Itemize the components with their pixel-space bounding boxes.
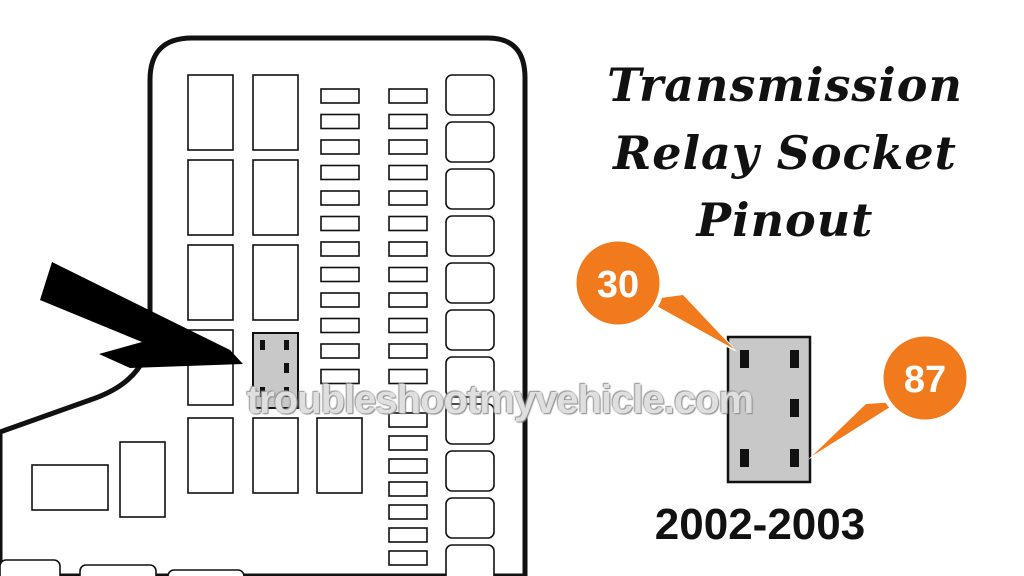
mini-fuse-slot [388, 241, 428, 257]
maxi-fuse-slot [445, 497, 495, 539]
mini-fuse-slot [320, 190, 360, 206]
fuse-column-3 [320, 88, 360, 385]
mini-fuse-slot [388, 292, 428, 308]
title-line-1: Transmission [607, 58, 963, 112]
pin-30 [740, 350, 749, 368]
mini-fuse-slot [388, 368, 428, 385]
callout-87: 87 [808, 331, 972, 460]
mini-fuse-slot [320, 317, 360, 334]
pin-30-label: 30 [597, 264, 639, 306]
enlarged-relay-socket [726, 335, 812, 484]
mini-fuse-slot [388, 317, 428, 334]
mini-fuse-slot [320, 241, 360, 257]
callout-30: 30 [571, 236, 737, 352]
title-line-3: Pinout [696, 193, 874, 247]
fuse-column-4 [388, 88, 428, 566]
mini-fuse-slot [388, 527, 428, 543]
mini-fuse-slot [320, 368, 360, 385]
mini-fuse-slot [388, 164, 428, 181]
lower-left-components [0, 441, 245, 576]
mini-fuse-slot [320, 266, 360, 283]
mini-fuse-slot [388, 113, 428, 130]
maxi-fuse-slot [445, 403, 495, 445]
relay-column-1 [187, 74, 234, 494]
mini-fuse-slot [388, 481, 428, 497]
mini-fuse-slot [320, 88, 360, 104]
pointer-arrow [40, 262, 243, 368]
mini-fuse-slot [320, 113, 360, 130]
maxi-fuse-slot [445, 168, 495, 210]
mini-fuse-slot [388, 458, 428, 474]
pin-bottom-left [740, 449, 749, 467]
relay-column-2 [252, 74, 299, 494]
maxi-fuse-slot [445, 450, 495, 492]
watermark: troubleshootmyvehicle.com [246, 378, 754, 422]
mini-fuse-slot [388, 139, 428, 155]
title-line-2: Relay Socket [613, 126, 957, 180]
maxi-fuse-column [445, 74, 495, 576]
mini-fuse-slot [388, 412, 428, 428]
mini-fuse-slot [388, 88, 428, 104]
maxi-fuse-slot [445, 262, 495, 304]
year-range: 2002-2003 [654, 500, 866, 549]
maxi-fuse-slot [445, 215, 495, 257]
mini-fuse-slot [388, 215, 428, 232]
mini-fuse-slot [320, 139, 360, 155]
pin-middle-right [790, 399, 799, 417]
mini-fuse-slot [320, 215, 360, 232]
maxi-fuse-slot [445, 544, 495, 576]
pin-top-right [790, 350, 799, 368]
mini-fuse-slot [320, 343, 360, 359]
maxi-fuse-slot [445, 74, 495, 116]
mini-fuse-slot [388, 343, 428, 359]
mini-fuse-slot [388, 266, 428, 283]
maxi-fuse-slot [445, 121, 495, 163]
relay-slot-lower [316, 417, 363, 494]
mini-fuse-slot [320, 164, 360, 181]
maxi-fuse-slot [445, 309, 495, 351]
mini-fuse-slot [388, 190, 428, 206]
pin-87-label: 87 [904, 359, 946, 401]
maxi-fuse-slot [445, 356, 495, 398]
mini-fuse-slot [320, 292, 360, 308]
mini-fuse-slot [388, 435, 428, 451]
mini-fuse-slot [388, 504, 428, 520]
transmission-relay-socket-in-box [252, 332, 299, 409]
mini-fuse-slot [388, 550, 428, 566]
pin-87 [790, 449, 799, 467]
